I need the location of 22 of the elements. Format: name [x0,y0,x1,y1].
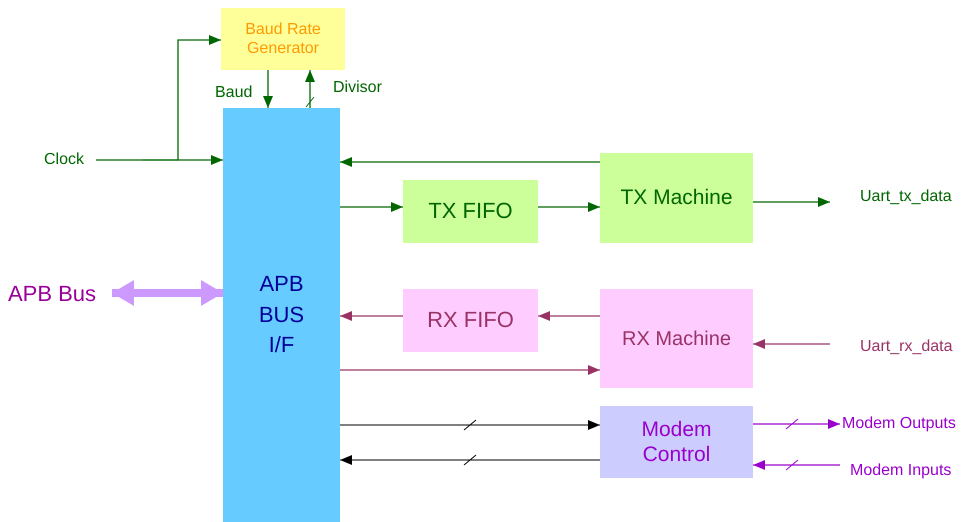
block-label: APB BUS I/F [258,270,306,360]
edge-label: Divisor [333,79,382,97]
machine-block [600,153,753,243]
fifo-block [403,289,538,352]
interface-block [223,108,340,522]
machine-block [600,289,753,388]
block-label: Baud Rate Generator [244,20,322,58]
generator-block [221,8,345,70]
signal-label: Modem Outputs [842,414,956,434]
signal-label: Uart_rx_data [860,337,952,357]
block-label: RX FIFO [427,307,514,334]
bus-label: APB Bus [8,280,96,308]
signal-label: Modem Inputs [850,461,952,481]
edge-label: Baud [215,84,252,102]
block-label: Modem Control [640,416,713,468]
block-label: TX FIFO [428,198,513,225]
signal-label: Uart_tx_data [860,187,952,207]
block-label: TX Machine [620,185,733,211]
control-block [600,406,753,478]
fifo-block [403,180,538,243]
signal-label: Clock [44,150,84,170]
block-label: RX Machine [622,326,731,350]
